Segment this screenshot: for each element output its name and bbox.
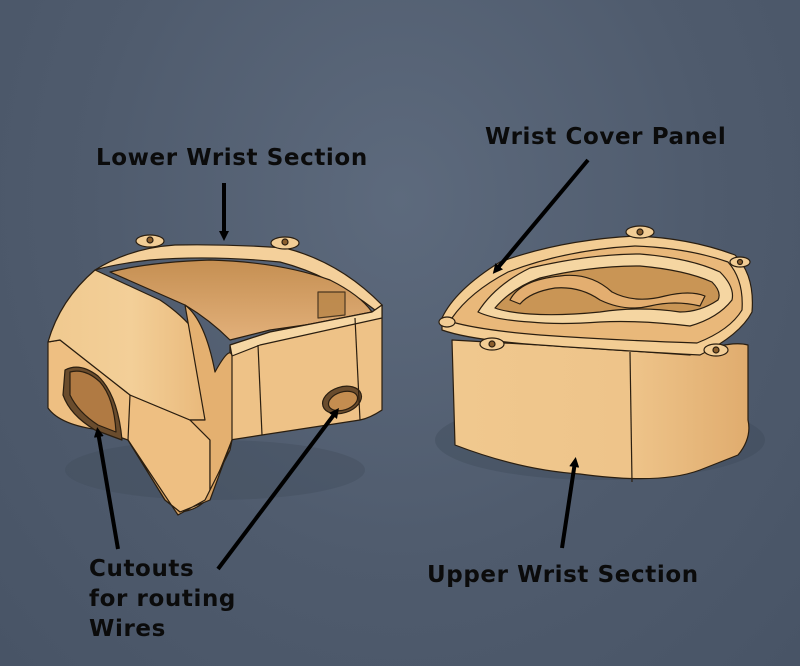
label-cutouts: Cutouts for routing Wires [89, 554, 236, 644]
upper-wrist-part [435, 225, 765, 483]
label-upper-wrist-section: Upper Wrist Section [427, 562, 699, 588]
lower-wrist-part [47, 234, 383, 516]
arrow-cutout-right [216, 408, 340, 571]
label-cutouts-line2: for routing [89, 586, 236, 612]
label-lower-wrist-section: Lower Wrist Section [96, 145, 368, 171]
label-cutouts-line1: Cutouts [89, 556, 195, 582]
pointer-arrows [93, 158, 590, 571]
arrow-upper-section [560, 457, 580, 549]
label-wrist-cover-panel: Wrist Cover Panel [485, 124, 727, 150]
arrow-cover-panel [492, 158, 590, 274]
arrow-cutout-left [93, 427, 120, 550]
label-cutouts-line3: Wires [89, 616, 166, 642]
